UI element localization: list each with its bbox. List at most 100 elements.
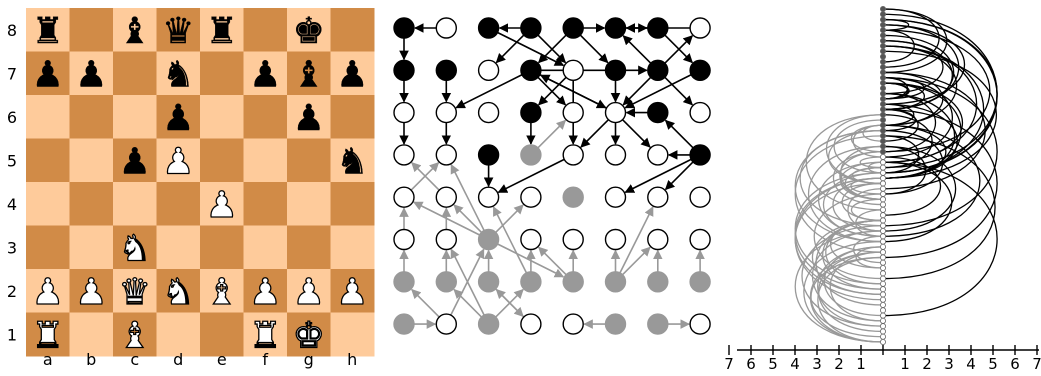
black-arc (882, 161, 998, 317)
board-square (200, 269, 244, 313)
arc-node (880, 80, 887, 87)
board-square (330, 95, 375, 139)
graph-node (477, 228, 500, 251)
arc-node (880, 270, 887, 277)
gray-arc (822, 219, 884, 290)
black-edges (399, 23, 694, 193)
graph-node (393, 186, 415, 208)
arc-node (880, 11, 887, 18)
arc-node (880, 323, 887, 330)
arc-node (880, 95, 887, 102)
graph-edge (495, 34, 525, 64)
graph-node (689, 228, 711, 251)
graph-node (604, 186, 627, 208)
black-queen-icon: ♛ (162, 11, 194, 52)
graph-node (520, 144, 542, 166)
arc-node (880, 27, 887, 34)
arc-node (880, 175, 887, 182)
board-square (26, 138, 70, 183)
graph-node (393, 17, 415, 39)
axis-tick-label: 7 (724, 355, 734, 372)
arc-node (880, 111, 887, 118)
arc-node (880, 53, 887, 60)
gray-arc (828, 129, 884, 185)
rank-label: 2 (7, 282, 17, 301)
arc-node (880, 280, 887, 287)
board-pieces: ♜♝♛♜♚♟♟♞♟♝♟♟♟♟♟♞♟♞♟♟♛♞♝♟♟♟♜♝♜♚ (31, 11, 369, 357)
black-arc (882, 114, 933, 169)
black-arc (882, 24, 960, 111)
graph-node (477, 144, 500, 166)
graph-node (604, 101, 627, 124)
board-square (26, 312, 70, 357)
rank-label: 3 (7, 238, 17, 257)
gray-arc (809, 251, 884, 343)
graph-edge (495, 204, 524, 233)
axis-tick-label: 6 (1010, 355, 1020, 372)
graph-edge (622, 119, 651, 148)
gray-arc (813, 193, 884, 280)
graph-node (477, 17, 500, 39)
graph-edge (455, 74, 523, 109)
arc-node (880, 74, 887, 81)
board-square (200, 51, 244, 96)
board-square (156, 95, 201, 139)
arc-node (880, 58, 887, 65)
graph-node (647, 271, 669, 293)
board-square (113, 182, 157, 226)
arc-node (880, 243, 887, 250)
board-square (287, 269, 331, 313)
axis-tick-label: 2 (834, 355, 844, 372)
graph-edge (453, 204, 483, 233)
axis-tick-label: 3 (944, 355, 954, 372)
graph-node (520, 313, 542, 335)
board-squares (26, 8, 375, 357)
file-label: a (43, 350, 53, 369)
board-square (200, 95, 244, 139)
board-square (113, 312, 157, 357)
graph-node (647, 144, 669, 166)
gray-arc (812, 219, 884, 296)
graph-edge (622, 76, 652, 106)
arc-node (880, 159, 887, 166)
board-square (200, 225, 244, 270)
board-square (26, 51, 70, 96)
board-square (26, 182, 70, 226)
arc-node (880, 328, 887, 335)
graph-edge (495, 288, 524, 318)
gray-arc (833, 119, 884, 174)
graph-node (393, 228, 415, 251)
graph-node (647, 17, 669, 39)
gray-arc (817, 251, 884, 333)
arc-node (880, 164, 887, 171)
white-knight-icon: ♞ (119, 228, 151, 269)
gray-arc (794, 172, 884, 285)
arc-node (880, 312, 887, 319)
black-arc (882, 108, 998, 259)
graph-node (477, 313, 500, 335)
graph-node (435, 313, 457, 335)
graph-edge (664, 161, 694, 191)
board-square (243, 95, 288, 139)
gray-arc (807, 145, 884, 243)
black-arcs (882, 8, 998, 317)
graph-node (393, 271, 415, 293)
graph-edge (537, 246, 567, 276)
graph-node (604, 228, 627, 251)
arc-node (880, 143, 887, 150)
arc-node (880, 301, 887, 308)
graph-node (520, 228, 542, 251)
graph-edge (537, 34, 567, 64)
arc-node (880, 117, 887, 124)
graph-node (604, 59, 627, 82)
graph-edge (624, 158, 692, 193)
graph-edge (622, 35, 652, 64)
gray-arc (855, 246, 884, 269)
graph-node (520, 17, 542, 39)
arc-node (880, 196, 887, 203)
black-knight-icon: ♞ (162, 54, 194, 95)
arc-node (880, 16, 887, 23)
graph-node (520, 271, 542, 293)
graph-node (393, 59, 415, 82)
